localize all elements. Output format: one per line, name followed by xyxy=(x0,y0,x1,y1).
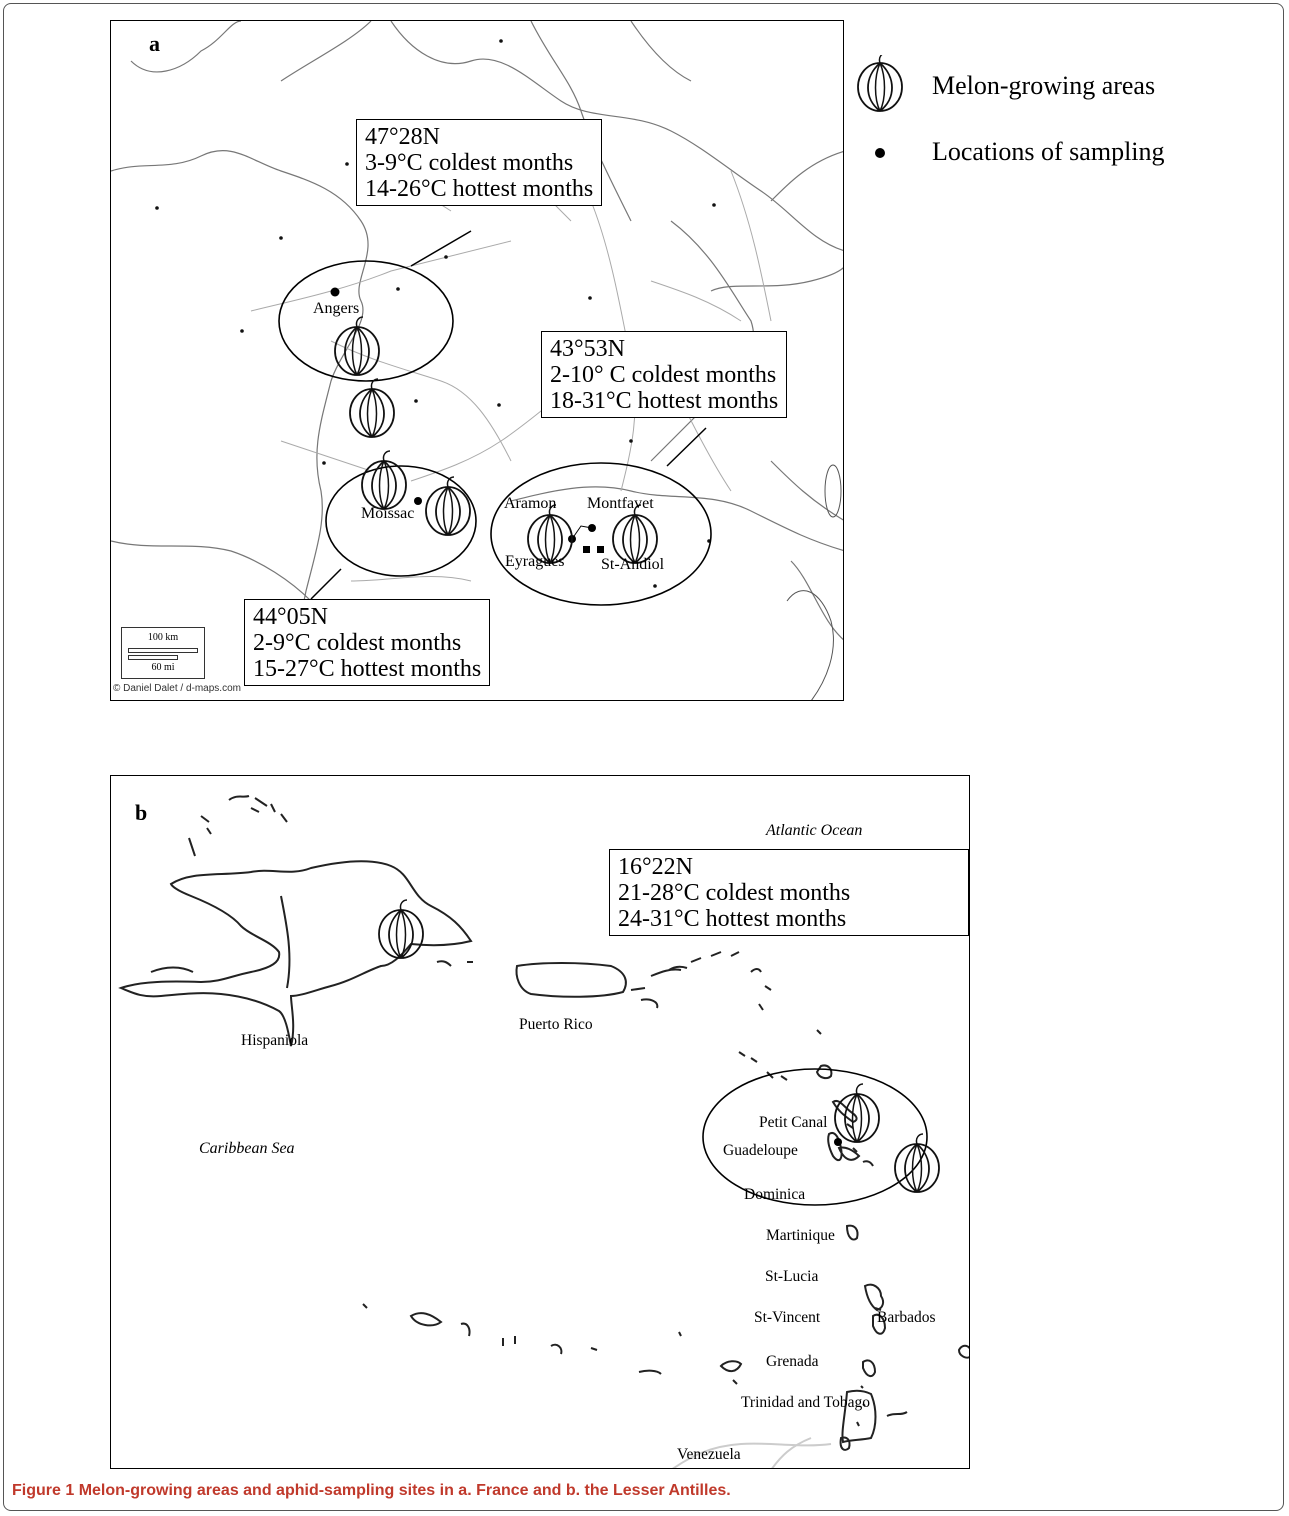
sea-label-atlantic: Atlantic Ocean xyxy=(766,822,863,839)
climate-latitude: 44°05N xyxy=(253,604,328,630)
caption-label: Figure 1 xyxy=(12,1482,75,1499)
place-label-montfavet: Montfavet xyxy=(587,495,654,512)
climate-hottest: 15-27°C hottest months xyxy=(253,656,482,682)
place-label-dominica: Dominica xyxy=(744,1186,806,1203)
climate-coldest: 2-10° C coldest months xyxy=(550,362,777,388)
st-vincent-outline xyxy=(862,1359,877,1378)
climate-coldest: 3-9°C coldest months xyxy=(365,150,574,176)
climate-box-north: 47°28N 3-9°C coldest months 14-26°C hott… xyxy=(356,119,603,206)
antilles-map-svg xyxy=(118,795,969,1468)
bahamas-islands xyxy=(188,795,288,857)
climate-box-southwest: 44°05N 2-9°C coldest months 15-27°C hott… xyxy=(244,599,491,686)
climate-hottest: 14-26°C hottest months xyxy=(365,176,594,202)
place-label-hispaniola: Hispaniola xyxy=(241,1032,309,1049)
map-panel-antilles: b Atlantic Ocean Caribbean Sea 16°22N 21… xyxy=(110,775,970,1469)
barbados-outline xyxy=(957,1344,969,1359)
melon-icon xyxy=(349,378,395,438)
place-label-st-vincent: St-Vincent xyxy=(754,1309,821,1326)
puerto-rico-outline xyxy=(515,962,627,998)
legend-sampling-label: Locations of sampling xyxy=(932,137,1165,166)
guadeloupe-outline xyxy=(827,1132,861,1162)
climate-box-guadeloupe: 16°22N 21-28°C coldest months 24-31°C ho… xyxy=(609,849,969,936)
guadeloupe-area-ellipse xyxy=(702,1068,928,1206)
sea-label-caribbean: Caribbean Sea xyxy=(199,1140,295,1157)
place-label-venezuela: Venezuela xyxy=(677,1446,741,1463)
place-label-eyragues: Eyragues xyxy=(505,553,565,570)
map-legend: Melon-growing areas Locations of samplin… xyxy=(850,55,1270,195)
venezuela-mainland xyxy=(672,1437,832,1468)
map-credit: © Daniel Dalet / d-maps.com xyxy=(113,683,241,694)
france-map-svg xyxy=(111,21,843,700)
martinique-outline xyxy=(863,1283,885,1312)
map-scale-bar: 100 km 60 mi xyxy=(121,627,205,679)
angers-area-ellipse xyxy=(278,260,454,382)
place-label-guadeloupe: Guadeloupe xyxy=(723,1142,798,1159)
figure-caption: Figure 1 Melon-growing areas and aphid-s… xyxy=(12,1482,731,1500)
sampling-dot-st-andiol-2 xyxy=(597,546,604,553)
place-label-aramon: Aramon xyxy=(504,495,557,512)
climate-latitude: 16°22N xyxy=(618,854,693,880)
caption-text: Melon-growing areas and aphid-sampling s… xyxy=(78,1482,731,1499)
climate-hottest: 18-31°C hottest months xyxy=(550,388,779,414)
legend-symbols xyxy=(857,55,903,158)
scale-mi-label: 60 mi xyxy=(151,662,175,673)
climate-hottest: 24-31°C hottest months xyxy=(618,906,847,932)
trinidad-outline xyxy=(841,1389,877,1444)
climate-box-southeast: 43°53N 2-10° C coldest months 18-31°C ho… xyxy=(541,331,788,418)
melon-icon xyxy=(857,55,903,112)
map-panel-france: a Angers Moissac Aramon Montfavet Eyragu… xyxy=(110,20,844,701)
place-label-trinidad-and-tobago: Trinidad and Tobago xyxy=(741,1394,870,1411)
dominica-outline xyxy=(845,1224,859,1241)
hispaniola-outline xyxy=(118,860,473,1047)
sampling-dot-petit-canal xyxy=(834,1138,842,1146)
place-label-barbados: Barbados xyxy=(877,1309,936,1326)
moissac-area-ellipse xyxy=(325,465,477,577)
legend-melon-label: Melon-growing areas xyxy=(932,71,1156,100)
panel-letter-b: b xyxy=(135,800,148,825)
figure-frame xyxy=(3,3,1284,1511)
climate-coldest: 2-9°C coldest months xyxy=(253,630,462,656)
grenada-outline xyxy=(839,1436,851,1451)
place-label-st-lucia: St-Lucia xyxy=(765,1268,819,1285)
melon-icon xyxy=(894,1133,940,1193)
place-label-puerto-rico: Puerto Rico xyxy=(519,1016,593,1033)
scale-km-label: 100 km xyxy=(147,632,179,643)
place-label-st-andiol: St-Andiol xyxy=(601,556,665,573)
sampling-dot-st-andiol-1 xyxy=(583,546,590,553)
climate-coldest: 21-28°C coldest months xyxy=(618,880,851,906)
st-lucia-outline xyxy=(872,1313,887,1335)
place-label-grenada: Grenada xyxy=(766,1353,819,1370)
melon-icon xyxy=(361,450,407,510)
melon-icon xyxy=(612,504,658,564)
climate-latitude: 47°28N xyxy=(365,124,440,150)
place-label-martinique: Martinique xyxy=(766,1227,835,1244)
provence-area-ellipse xyxy=(490,462,712,606)
west-coastline xyxy=(111,150,369,662)
panel-letter-a: a xyxy=(149,31,160,56)
place-label-moissac: Moissac xyxy=(361,505,415,522)
melon-icon xyxy=(378,899,424,959)
sampling-dot-angers xyxy=(330,287,340,297)
place-label-angers: Angers xyxy=(313,300,360,317)
sampling-dot-icon xyxy=(875,148,885,158)
melon-icon xyxy=(425,476,471,536)
sampling-dot-moissac xyxy=(414,497,422,505)
place-label-petit-canal: Petit Canal xyxy=(759,1114,828,1131)
venezuela-coast-islands xyxy=(362,1303,682,1355)
climate-latitude: 43°53N xyxy=(550,336,625,362)
